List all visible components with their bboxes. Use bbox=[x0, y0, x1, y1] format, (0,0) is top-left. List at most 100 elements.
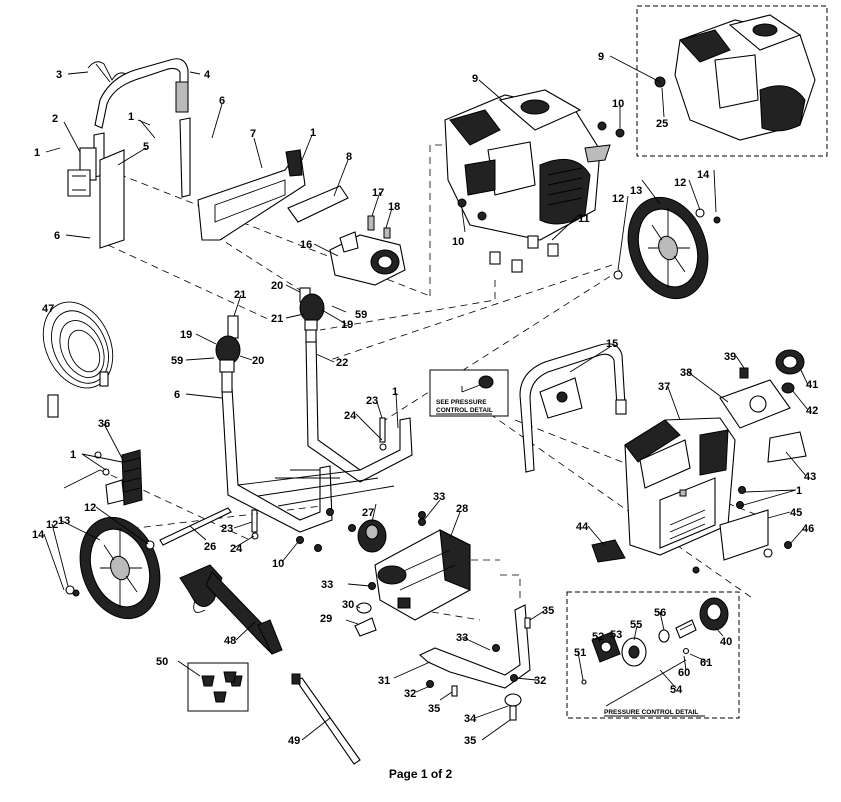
callout-59: 59 bbox=[171, 355, 183, 367]
decal-label-part bbox=[287, 185, 349, 223]
see-pressure-box[interactable] bbox=[429, 369, 509, 417]
callout-39: 39 bbox=[724, 351, 736, 363]
callout-41: 41 bbox=[806, 379, 818, 391]
callout-59: 59 bbox=[355, 309, 367, 321]
axle-part bbox=[159, 507, 232, 546]
callout-7: 7 bbox=[250, 128, 256, 140]
callout-1: 1 bbox=[392, 386, 398, 398]
callout-27: 27 bbox=[362, 507, 374, 519]
callout-1: 1 bbox=[70, 449, 76, 461]
callout-18: 18 bbox=[388, 201, 400, 213]
callout-1: 1 bbox=[796, 485, 802, 497]
callout-1: 1 bbox=[128, 111, 134, 123]
callout-3: 3 bbox=[56, 69, 62, 81]
callout-30: 30 bbox=[342, 599, 354, 611]
callout-35: 35 bbox=[542, 605, 554, 617]
engine-part bbox=[444, 89, 611, 241]
engine-mounts-part bbox=[457, 121, 625, 273]
panel-plate-45-part bbox=[719, 509, 769, 561]
nozzle-box[interactable] bbox=[187, 662, 249, 712]
label-plate-44-part bbox=[591, 539, 626, 563]
callout-24: 24 bbox=[230, 543, 243, 555]
callout-60: 60 bbox=[678, 667, 690, 679]
callout-12: 12 bbox=[46, 519, 58, 531]
panel-hardware-part bbox=[692, 486, 792, 574]
hose-part bbox=[42, 301, 114, 418]
callout-56: 56 bbox=[654, 607, 666, 619]
callout-6: 6 bbox=[219, 95, 225, 107]
bracket-hardware-part bbox=[451, 617, 531, 721]
callout-8: 8 bbox=[346, 151, 352, 163]
frame-hardware-part bbox=[94, 417, 426, 552]
hose-hook-part bbox=[87, 61, 127, 83]
pressure-control-detail-frame bbox=[566, 591, 740, 719]
callout-49: 49 bbox=[288, 735, 300, 747]
callout-52: 52 bbox=[592, 631, 604, 643]
callout-13: 13 bbox=[630, 185, 642, 197]
console-part bbox=[624, 417, 736, 556]
callout-51: 51 bbox=[574, 647, 586, 659]
hose-holder-part bbox=[105, 449, 143, 506]
frame-part bbox=[221, 325, 413, 533]
frame-connectors-part bbox=[215, 287, 325, 373]
callout-54: 54 bbox=[670, 684, 683, 696]
nozzles-part bbox=[201, 671, 243, 703]
wheel-left-part bbox=[79, 516, 161, 620]
callout-20: 20 bbox=[271, 280, 283, 292]
callout-45: 45 bbox=[790, 507, 802, 519]
callout-33: 33 bbox=[433, 491, 445, 503]
fuel-filter-part bbox=[354, 617, 377, 637]
callout-21: 21 bbox=[234, 289, 246, 301]
callout-33: 33 bbox=[321, 579, 333, 591]
engine-variant-frame bbox=[636, 5, 828, 157]
outlet-hardware-part bbox=[739, 349, 805, 413]
callout-16: 16 bbox=[300, 239, 312, 251]
callout-53: 53 bbox=[610, 629, 622, 641]
callout-12: 12 bbox=[612, 193, 624, 205]
callout-10: 10 bbox=[612, 98, 624, 110]
pump-part bbox=[329, 215, 406, 286]
callout-21: 21 bbox=[271, 313, 283, 325]
pressure-valve-small-part bbox=[461, 375, 494, 393]
see-pressure-line2: CONTROL DETAIL bbox=[436, 407, 493, 414]
callout-31: 31 bbox=[378, 675, 390, 687]
pressure-control-detail-title: PRESSURE CONTROL DETAIL bbox=[604, 709, 698, 716]
callout-61: 61 bbox=[700, 657, 712, 669]
callout-26: 26 bbox=[204, 541, 216, 553]
handle-part bbox=[93, 58, 191, 249]
callout-35: 35 bbox=[464, 735, 476, 747]
callout-38: 38 bbox=[680, 367, 692, 379]
callout-33: 33 bbox=[456, 632, 468, 644]
leader-lines bbox=[43, 55, 809, 741]
callout-46: 46 bbox=[802, 523, 814, 535]
callout-1: 1 bbox=[34, 147, 40, 159]
wheel-hardware-part bbox=[65, 208, 721, 597]
callout-32: 32 bbox=[404, 688, 416, 700]
wheel-right-part bbox=[627, 196, 709, 300]
engine-variant-part bbox=[654, 14, 816, 141]
page-footer: Page 1 of 2 bbox=[388, 767, 453, 781]
callout-1: 1 bbox=[310, 127, 316, 139]
callout-22: 22 bbox=[336, 357, 348, 369]
fuel-tank-part bbox=[374, 529, 471, 621]
see-pressure-line1: SEE PRESSURE bbox=[436, 399, 487, 406]
callout-34: 34 bbox=[464, 713, 477, 725]
callout-15: 15 bbox=[606, 338, 618, 350]
callout-2: 2 bbox=[52, 113, 58, 125]
callout-5: 5 bbox=[143, 141, 149, 153]
tank-bracket-part bbox=[368, 518, 531, 689]
callout-23: 23 bbox=[221, 523, 233, 535]
callout-11: 11 bbox=[578, 213, 590, 225]
hook-bracket-part bbox=[67, 147, 97, 197]
callout-28: 28 bbox=[456, 503, 468, 515]
callout-47: 47 bbox=[42, 303, 54, 315]
callout-20: 20 bbox=[252, 355, 264, 367]
callout-6: 6 bbox=[174, 389, 180, 401]
callout-14: 14 bbox=[697, 169, 710, 181]
callout-25: 25 bbox=[656, 118, 668, 130]
callout-29: 29 bbox=[320, 613, 332, 625]
wand-tip-part bbox=[291, 673, 301, 685]
callout-48: 48 bbox=[224, 635, 236, 647]
callout-55: 55 bbox=[630, 619, 642, 631]
